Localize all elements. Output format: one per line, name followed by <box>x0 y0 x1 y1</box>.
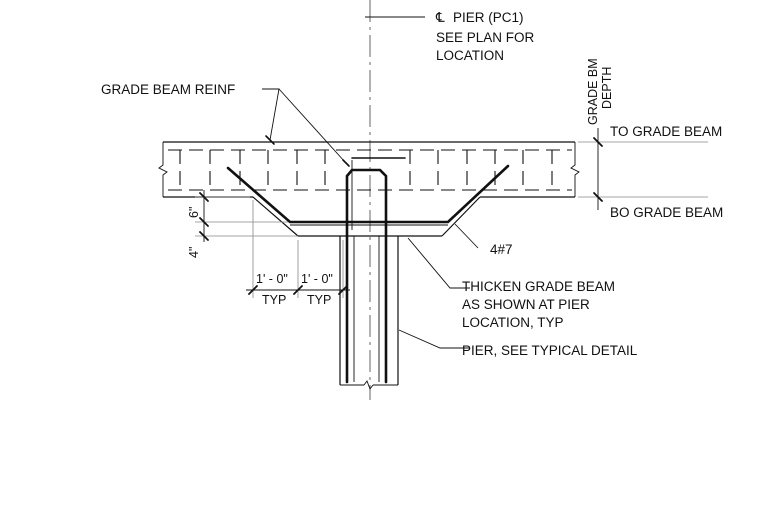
thickening-bars <box>226 164 510 226</box>
grade-beam-reinf-label: GRADE BEAM REINF <box>101 82 235 97</box>
grade-beam-depth-dimension <box>578 128 708 210</box>
grade-bm-depth-line2: DEPTH <box>600 67 614 109</box>
thicken-line1: THICKEN GRADE BEAM <box>462 279 615 294</box>
horizontal-dimensions <box>246 200 350 298</box>
grade-bm-depth-line1: GRADE BM <box>586 58 600 125</box>
dim-right-label: 1' - 0" <box>301 272 333 286</box>
pier-ref-line2: SEE PLAN FOR <box>436 30 535 45</box>
leader-lines <box>262 16 479 349</box>
pier-ref-line3: LOCATION <box>436 48 504 63</box>
typ-left-label: TYP <box>262 293 286 307</box>
bars-label: 4#7 <box>490 242 513 257</box>
grade-beam-reinf-bars <box>168 149 572 191</box>
thicken-line2: AS SHOWN AT PIER <box>462 297 590 312</box>
centerline-symbol: ℄ <box>435 10 445 25</box>
dim-6-label: 6" <box>187 207 201 218</box>
dim-4-label: 4" <box>187 247 201 258</box>
to-grade-beam-label: TO GRADE BEAM <box>610 124 722 139</box>
typ-right-label: TYP <box>307 293 331 307</box>
pier-ref-line1: PIER (PC1) <box>453 10 524 25</box>
thicken-line3: LOCATION, TYP <box>462 315 564 330</box>
left-vertical-dimensions <box>195 190 298 242</box>
pier <box>339 157 406 390</box>
dim-left-label: 1' - 0" <box>256 272 288 286</box>
bo-grade-beam-label: BO GRADE BEAM <box>610 205 723 220</box>
pier-detail-label: PIER, SEE TYPICAL DETAIL <box>462 343 638 358</box>
